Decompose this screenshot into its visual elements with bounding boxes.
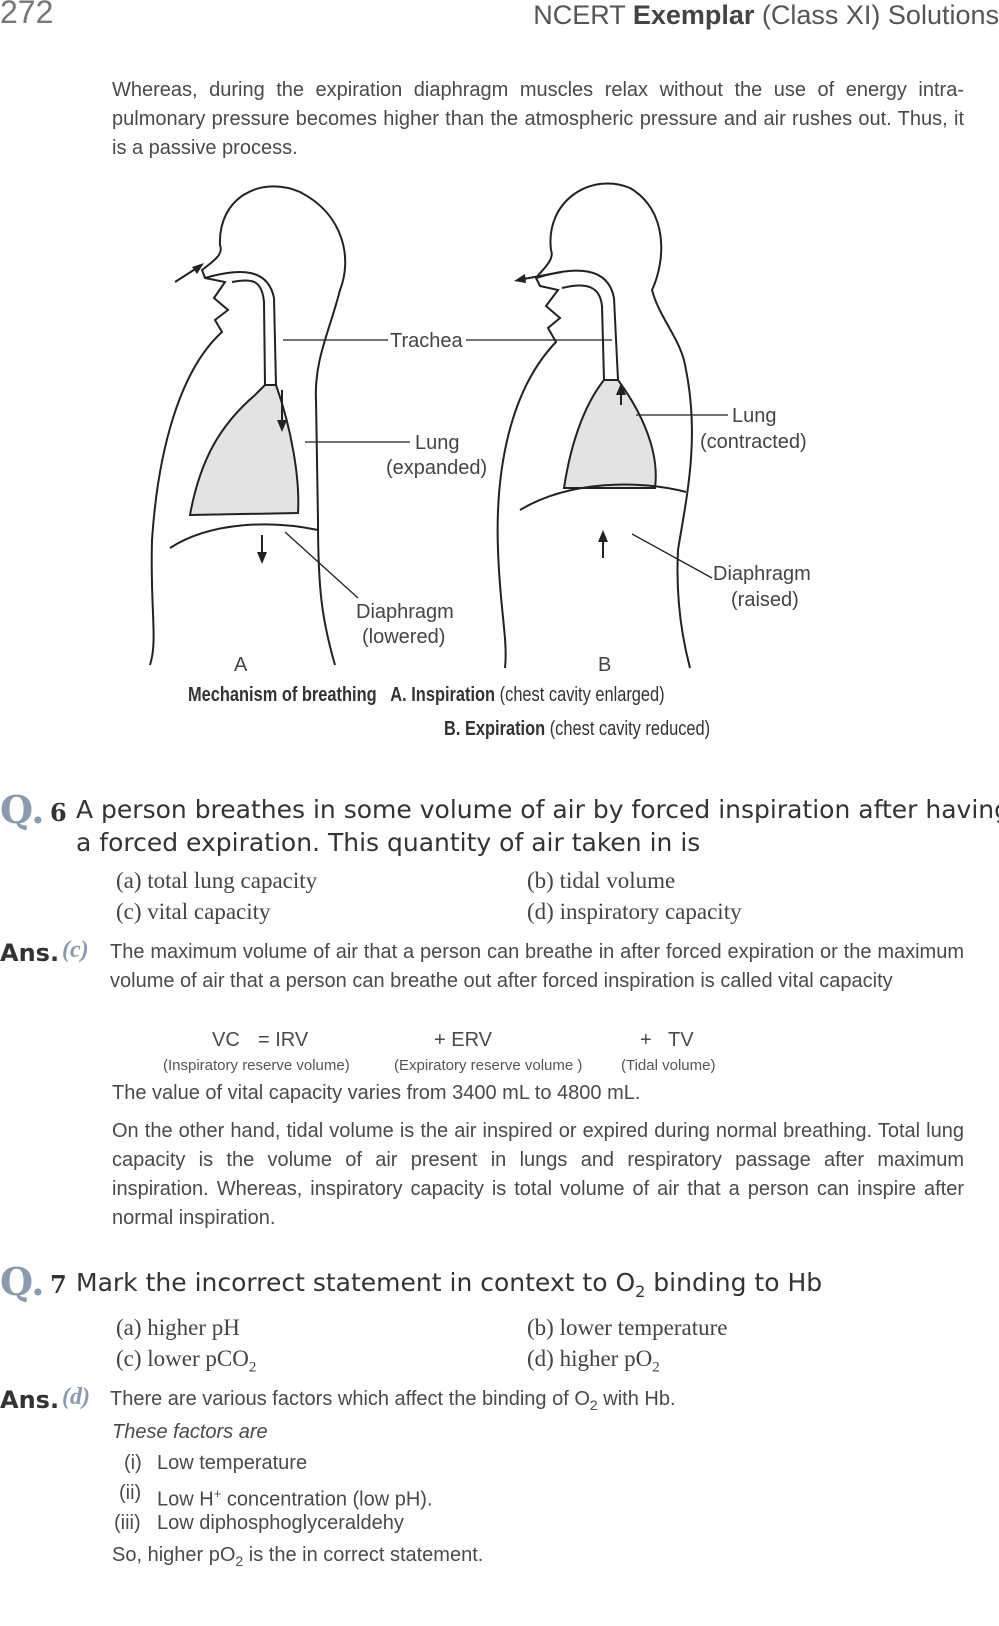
page-number: 272 (0, 0, 54, 30)
factor-i-num: (i) (124, 1452, 142, 1474)
q6-other-text: On the other hand, tidal volume is the a… (112, 1120, 964, 1229)
running-header: NCERT Exemplar (Class XI) Solutions (533, 0, 999, 31)
lung-a (188, 384, 300, 517)
conclusion-b: is the in correct statement. (248, 1544, 484, 1566)
q7-text: Mark the incorrect statement in context … (76, 1266, 822, 1309)
q7-answer-text-main: There are various factors which affect t… (110, 1388, 590, 1410)
q7-option-c-sub: 2 (248, 1359, 257, 1376)
lung-b (562, 379, 657, 489)
formula-irv: = IRV (258, 1029, 309, 1051)
q7-option-d: (d) higher pO2 (527, 1346, 660, 1377)
label-lung-a: Lung (415, 432, 460, 454)
formula-erv: + ERV (434, 1029, 492, 1051)
q7-option-b: (b) lower temperature (527, 1315, 728, 1340)
conclusion-a: So, higher pO (112, 1544, 236, 1566)
factor-i-text: Low temperature (157, 1452, 308, 1474)
q6-option-c: (c) vital capacity (116, 899, 271, 924)
figure-caption-line1: Mechanism of breathing A. Inspiration (c… (188, 684, 665, 707)
q7-option-c: (c) lower pCO2 (116, 1346, 256, 1377)
factor-iii-num: (iii) (114, 1512, 141, 1534)
factor-ii-text-a: Low H (157, 1488, 214, 1511)
q7-conclusion: So, higher pO2 is the in correct stateme… (112, 1541, 483, 1576)
q7-option-d-sub: 2 (652, 1359, 660, 1376)
q7-label: Q. (0, 1259, 45, 1304)
q6-option-a: (a) total lung capacity (116, 868, 318, 893)
header-prefix: NCERT (533, 0, 626, 30)
vc-range: The value of vital capacity varies from … (112, 1082, 641, 1104)
q7-answer-text: There are various factors which affect t… (110, 1385, 676, 1420)
formula-tv: + TV (640, 1029, 694, 1051)
diaphragm-b-leader (631, 533, 713, 579)
formula-irv-note: (Inspiratory reserve volume) (163, 1057, 350, 1074)
breathing-diagram: Trachea Lung (expanded) Lung (contracted… (149, 182, 811, 676)
caption-a-rest: (chest cavity enlarged) (499, 684, 665, 706)
label-lung-b-state: (contracted) (700, 431, 807, 453)
q7-text-main: Mark the incorrect statement in context … (76, 1268, 636, 1297)
q6-line2: a forced expiration. This quantity of ai… (76, 828, 701, 857)
q6-option-d: (d) inspiratory capacity (527, 899, 742, 924)
diaphragm-b-line (519, 483, 687, 511)
header-suffix: (Class XI) Solutions (761, 0, 999, 30)
label-diaphragm-a: Diaphragm (356, 601, 454, 623)
figure-b-body (496, 182, 693, 669)
q6-line1: A person breathes in some volume of air … (76, 795, 999, 824)
label-diaphragm-b-state: (raised) (731, 589, 799, 611)
factors-intro: These factors are (112, 1421, 268, 1443)
q7-text-end: binding to Hb (653, 1268, 823, 1297)
conclusion-sub: 2 (235, 1553, 244, 1569)
q7-option-d-text: (d) higher pO (527, 1346, 653, 1371)
factor-ii-num: (ii) (119, 1482, 142, 1504)
trachea-a (204, 271, 277, 386)
formula-vc: VC (212, 1029, 240, 1051)
q6-answer-label: Ans. (0, 939, 60, 967)
label-lung-b: Lung (732, 405, 777, 427)
q7-option-a: (a) higher pH (116, 1315, 240, 1340)
caption-a-bold: A. Inspiration (390, 684, 496, 706)
q7-number: 7 (50, 1270, 67, 1299)
diaphragm-a-leader (284, 531, 359, 599)
q6-answer-text: The maximum volume of air that a person … (110, 941, 964, 992)
label-diaphragm-a-state: (lowered) (362, 626, 445, 648)
q6-label: Q. (0, 787, 45, 832)
q6-option-b: (b) tidal volume (527, 868, 676, 893)
q6-answer-letter: (c) (62, 937, 89, 963)
q7-option-c-text: (c) lower pCO (116, 1346, 249, 1371)
caption-b-rest: (chest cavity reduced) (549, 718, 711, 740)
formula-erv-note: (Expiratory reserve volume ) (394, 1057, 583, 1074)
q7-text-sub: 2 (635, 1282, 646, 1301)
intro-paragraph: Whereas, during the expiration diaphragm… (112, 79, 964, 159)
label-panel-a: A (234, 654, 248, 676)
header-bold: Exemplar (632, 0, 755, 30)
factor-ii-sup: + (213, 1486, 222, 1501)
figure-caption-line2: B. Expiration (chest cavity reduced) (444, 718, 710, 741)
formula-tv-note: (Tidal volume) (621, 1057, 716, 1074)
factor-ii-text: Low H+ concentration (low pH). (157, 1479, 433, 1515)
label-diaphragm-b: Diaphragm (713, 563, 811, 585)
q7-answer-label: Ans. (0, 1386, 60, 1414)
q7-answer-letter: (d) (62, 1384, 90, 1410)
label-lung-a-state: (expanded) (386, 457, 487, 479)
caption-b-bold: B. Expiration (444, 718, 546, 740)
q7-answer-end: with Hb. (603, 1388, 676, 1410)
factor-iii-text: Low diphosphoglyceraldehy (157, 1512, 404, 1534)
label-panel-b: B (598, 654, 611, 676)
figure-a-body (149, 185, 347, 666)
factor-ii-text-b: concentration (low pH). (226, 1488, 433, 1511)
diaphragm-a-line (169, 523, 319, 549)
label-trachea: Trachea (390, 330, 464, 352)
q7-answer-sub: 2 (589, 1397, 598, 1413)
caption-title: Mechanism of breathing (188, 684, 377, 706)
q6-number: 6 (50, 798, 67, 827)
